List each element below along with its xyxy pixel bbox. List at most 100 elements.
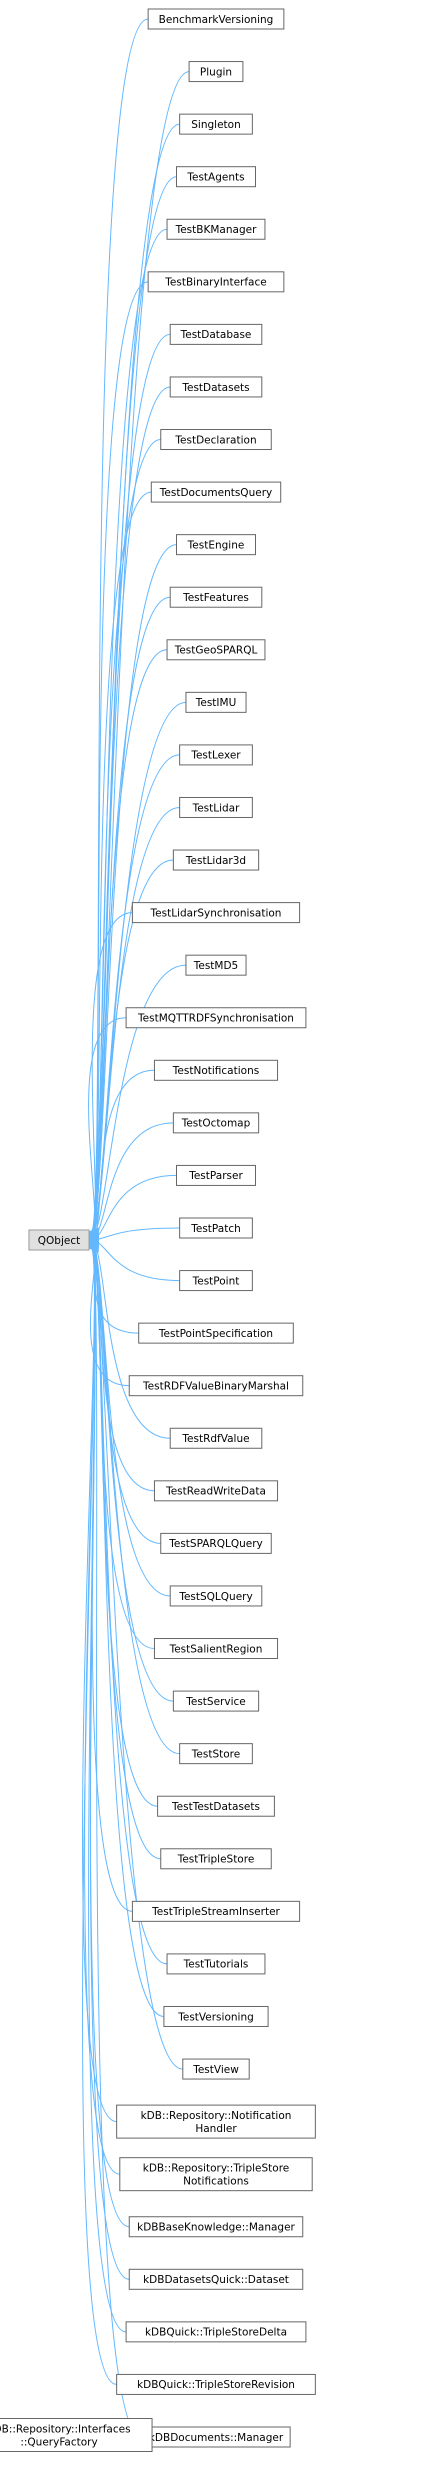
class-node-testmqttrdfsynchronisation[interactable]: TestMQTTRDFSynchronisation (125, 1007, 307, 1029)
class-node-testdatasets[interactable]: TestDatasets (169, 376, 263, 398)
class-node-testmqttrdfsynchronisation-label: TestMQTTRDFSynchronisation (137, 1013, 294, 1025)
class-node-testbinaryinterface-box (147, 271, 285, 293)
class-node-testsqlquery[interactable]: TestSQLQuery (169, 1585, 263, 1607)
class-node-testbinaryinterface[interactable]: TestBinaryInterface (147, 271, 285, 293)
inheritance-edge (91, 1227, 180, 1241)
nodes-layer: QObject BenchmarkVersioningPluginSingleto… (0, 8, 316, 2452)
class-node-teststore[interactable]: TestStore (179, 1743, 253, 1765)
class-node-testdatasets-label: TestDatasets (181, 382, 249, 394)
class-node-testlidar-box (179, 796, 253, 818)
root-class-qobject[interactable]: QObject (28, 1229, 90, 1251)
class-node-singleton[interactable]: Singleton (179, 113, 253, 135)
class-node-testtutorials[interactable]: TestTutorials (166, 1953, 266, 1975)
class-node-testdocumentsquery[interactable]: TestDocumentsQuery (150, 481, 282, 503)
class-node-testnotifications-label: TestNotifications (172, 1065, 259, 1077)
class-node-testtutorials-label: TestTutorials (183, 1959, 249, 1971)
class-node-queryfactory-box (0, 2418, 153, 2452)
class-node-queryfactory[interactable]: kDB::Repository::Interfaces::QueryFactor… (0, 2418, 153, 2452)
class-node-testgeosparql[interactable]: TestGeoSPARQL (166, 639, 266, 661)
class-node-testpatch-label: TestPatch (190, 1223, 241, 1235)
class-node-kdbdatasetsquick-dataset-label: kDBDatasetsQuick::Dataset (143, 2274, 289, 2286)
class-node-testimu[interactable]: TestIMU (185, 691, 247, 713)
class-node-testmqttrdfsynchronisation-box (125, 1007, 307, 1029)
class-node-testview-box (182, 2058, 250, 2080)
class-node-testparser-box (176, 1164, 256, 1186)
inheritance-edge (88, 1017, 127, 1240)
class-node-testpointspecification-label: TestPointSpecification (158, 1328, 273, 1340)
class-node-testtestdatasets[interactable]: TestTestDatasets (157, 1795, 275, 1817)
class-node-kdbdocuments-manager[interactable]: kDBDocuments::Manager (141, 2426, 291, 2448)
class-node-kdbdatasetsquick-dataset[interactable]: kDBDatasetsQuick::Dataset (128, 2268, 304, 2290)
class-node-testengine[interactable]: TestEngine (176, 534, 256, 556)
inheritance-edge (91, 1239, 180, 1282)
class-node-testfeatures-label: TestFeatures (182, 592, 249, 604)
class-node-testdatabase[interactable]: TestDatabase (169, 323, 263, 345)
class-node-testtriplestreaminserter-label: TestTripleStreamInserter (151, 1906, 280, 1918)
class-node-testlexer[interactable]: TestLexer (179, 744, 253, 766)
class-node-testmd5-box (185, 954, 247, 976)
class-node-testdeclaration[interactable]: TestDeclaration (160, 429, 272, 451)
class-node-testdocumentsquery-label: TestDocumentsQuery (159, 487, 272, 499)
inheritance-edge (90, 1241, 171, 1597)
inheritance-edge (90, 491, 152, 1236)
class-node-testfeatures-box (169, 586, 263, 608)
class-node-testpatch[interactable]: TestPatch (179, 1217, 253, 1239)
class-node-testtriplestore[interactable]: TestTripleStore (160, 1848, 272, 1870)
class-node-testpointspecification[interactable]: TestPointSpecification (138, 1322, 294, 1344)
class-node-queryfactory-label: ::QueryFactory (20, 2436, 97, 2448)
class-node-kdbquick-triplestoredelta[interactable]: kDBQuick::TripleStoreDelta (125, 2321, 307, 2343)
class-node-kdbbaseknowledge-manager-label: kDBBaseKnowledge::Manager (137, 2222, 295, 2234)
class-node-testlidarsynchronisation[interactable]: TestLidarSynchronisation (131, 902, 301, 924)
class-node-testlidar3d[interactable]: TestLidar3d (172, 849, 260, 871)
class-node-testagents[interactable]: TestAgents (176, 166, 256, 188)
class-node-singleton-label: Singleton (191, 119, 240, 131)
inheritance-edge (90, 1069, 155, 1240)
inheritance-edge (82, 1247, 117, 2385)
class-node-testrdfvaluebinarymarshal[interactable]: TestRDFValueBinaryMarshal (128, 1375, 304, 1397)
class-node-testpointspecification-box (138, 1322, 294, 1344)
class-node-kdbbaseknowledge-manager[interactable]: kDBBaseKnowledge::Manager (128, 2216, 304, 2238)
class-node-testfeatures[interactable]: TestFeatures (169, 586, 263, 608)
class-node-kdbquick-triplestorerevision-label: kDBQuick::TripleStoreRevision (137, 2379, 295, 2391)
class-node-testtestdatasets-box (157, 1795, 275, 1817)
class-node-testtriplestreaminserter[interactable]: TestTripleStreamInserter (131, 1900, 301, 1922)
class-node-testpoint[interactable]: TestPoint (179, 1270, 253, 1292)
class-node-testsparqlquery[interactable]: TestSPARQLQuery (160, 1532, 272, 1554)
class-node-testlexer-box (179, 744, 253, 766)
class-node-testlidar3d-box (172, 849, 260, 871)
class-node-testsparqlquery-box (160, 1532, 272, 1554)
inheritance-edge (90, 1174, 177, 1241)
class-node-testtestdatasets-label: TestTestDatasets (171, 1801, 260, 1813)
class-node-testoctomap[interactable]: TestOctomap (172, 1112, 260, 1134)
class-node-testsparqlquery-label: TestSPARQLQuery (168, 1538, 263, 1550)
class-node-testsalientregion[interactable]: TestSalientRegion (153, 1638, 279, 1660)
class-node-kdbdatasetsquick-dataset-box (128, 2268, 304, 2290)
class-node-testservice[interactable]: TestService (172, 1690, 260, 1712)
class-node-testmd5[interactable]: TestMD5 (185, 954, 247, 976)
class-node-plugin[interactable]: Plugin (188, 61, 244, 83)
class-node-teststore-label: TestStore (191, 1748, 240, 1760)
class-node-testrdfvaluebinarymarshal-box (128, 1375, 304, 1397)
class-node-teststore-box (179, 1743, 253, 1765)
class-node-kdb-repository-triplestorenotifications[interactable]: kDB::Repository::TripleStoreNotification… (119, 2157, 313, 2192)
class-node-testview-label: TestView (192, 2064, 239, 2076)
class-node-testversioning-label: TestVersioning (177, 2011, 254, 2023)
class-node-benchmarkversioning[interactable]: BenchmarkVersioning (147, 8, 285, 30)
class-node-testlidar[interactable]: TestLidar (179, 796, 253, 818)
class-node-testreadwritedata[interactable]: TestReadWriteData (153, 1480, 279, 1502)
class-node-testview[interactable]: TestView (182, 2058, 250, 2080)
class-node-testtriplestreaminserter-box (131, 1900, 301, 1922)
class-node-kdbquick-triplestorerevision[interactable]: kDBQuick::TripleStoreRevision (116, 2373, 316, 2395)
class-node-testmd5-label: TestMD5 (193, 960, 239, 972)
class-node-testnotifications[interactable]: TestNotifications (153, 1059, 279, 1081)
class-node-testlexer-label: TestLexer (190, 750, 241, 762)
inheritance-edge (90, 18, 149, 1233)
class-node-testtriplestore-box (160, 1848, 272, 1870)
class-node-testbkmanager[interactable]: TestBKManager (166, 218, 266, 240)
class-node-testoctomap-label: TestOctomap (181, 1118, 251, 1130)
class-node-testparser[interactable]: TestParser (176, 1164, 256, 1186)
class-node-testsalientregion-label: TestSalientRegion (169, 1643, 263, 1655)
class-node-testversioning[interactable]: TestVersioning (163, 2005, 269, 2027)
class-node-testrdfvalue[interactable]: TestRdfValue (169, 1427, 263, 1449)
